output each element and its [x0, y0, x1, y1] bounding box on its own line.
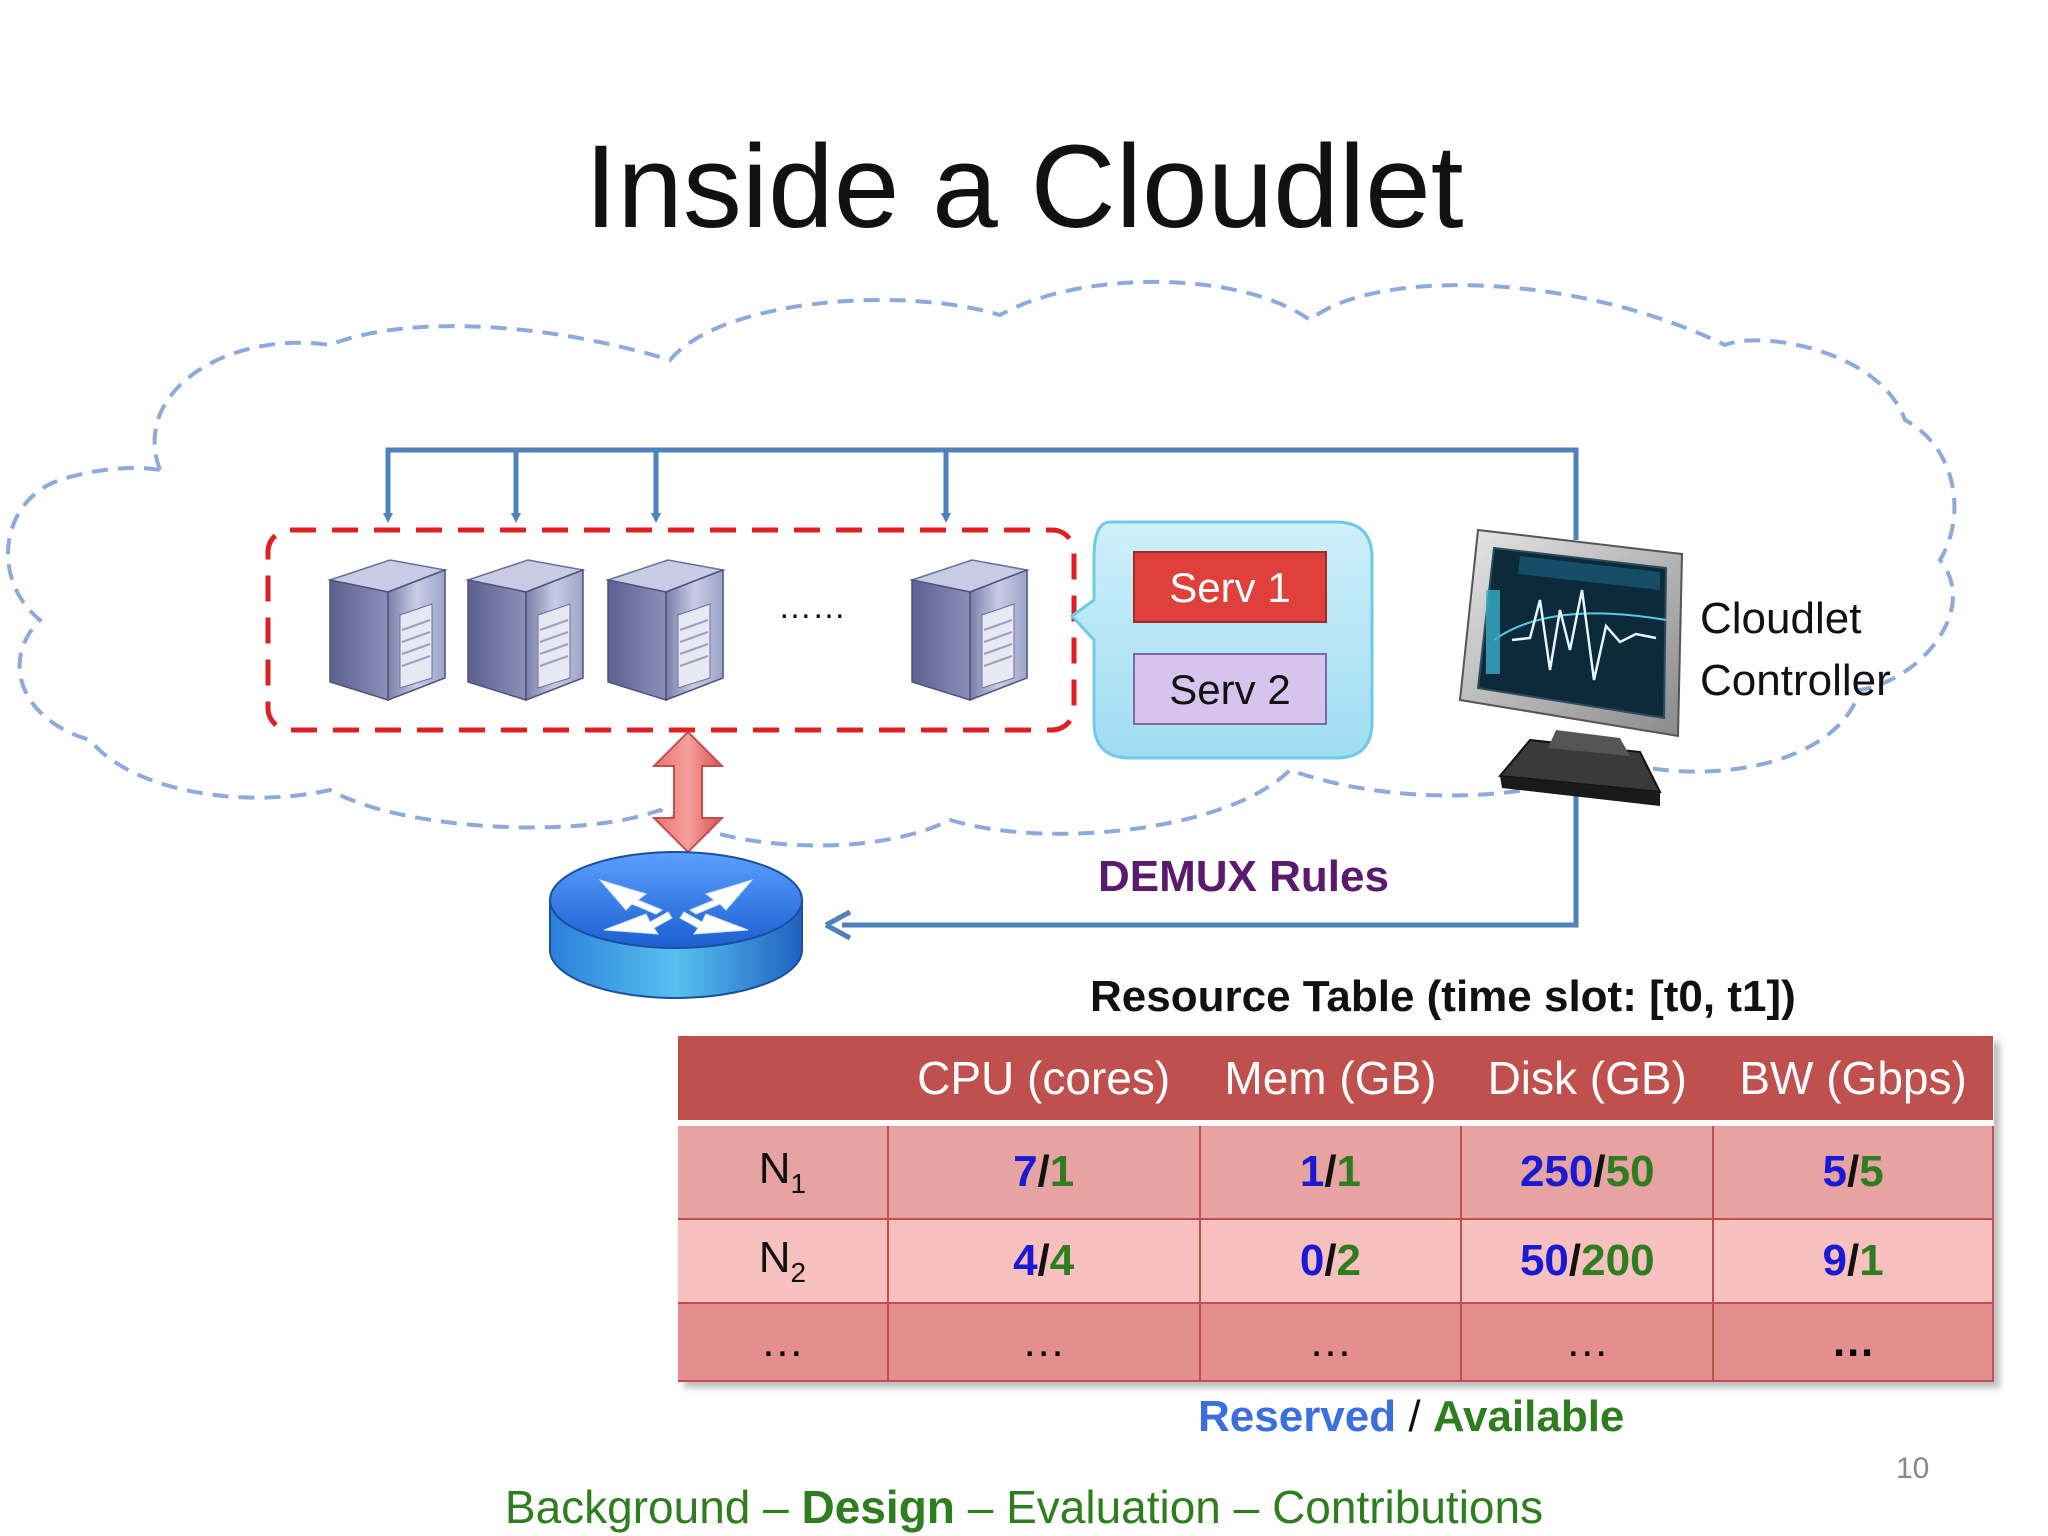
footer-dash: –: [954, 1481, 1007, 1533]
server-icon: [327, 559, 448, 702]
available-value: 4: [1049, 1236, 1075, 1285]
controller-label-line1: Cloudlet: [1700, 594, 1862, 643]
serv2-box: [1133, 653, 1327, 725]
row-header: N1: [678, 1123, 889, 1220]
server-icon: [909, 559, 1030, 702]
server-ellipsis: ……: [778, 588, 846, 626]
table-row: N1 7/1 1/1 250/50 5/5: [678, 1123, 1994, 1220]
node-name: N: [758, 1233, 791, 1283]
footer-dash: –: [750, 1481, 802, 1533]
table-cell: …: [1713, 1303, 1994, 1382]
footer-dash: –: [1220, 1481, 1273, 1533]
available-value: 5: [1859, 1147, 1884, 1196]
bidirectional-arrow-icon: [651, 730, 725, 854]
footer-nav: Background – Design – Evaluation – Contr…: [0, 1480, 2048, 1534]
slide-title: Inside a Cloudlet: [584, 121, 1464, 253]
cell-separator: /: [1324, 1236, 1337, 1285]
resource-table: CPU (cores) Mem (GB) Disk (GB) BW (Gbps)…: [678, 1036, 1994, 1382]
reserved-value: 1: [1299, 1147, 1325, 1196]
reserved-value: 9: [1822, 1236, 1847, 1285]
cell-separator: /: [1846, 1236, 1860, 1285]
serv1-label: Serv 1: [1169, 564, 1290, 611]
footer-item: Evaluation: [1006, 1481, 1221, 1533]
demux-rules-label: DEMUX Rules: [1098, 852, 1389, 901]
controller-monitor-icon: [1458, 528, 1684, 806]
controller-label-line2: Controller: [1700, 656, 1891, 705]
node-name: N: [758, 1144, 791, 1194]
server-icon: [605, 559, 726, 702]
table-row: N2 4/4 0/2 50/200 9/1: [678, 1219, 1994, 1304]
server-icon: [465, 559, 586, 702]
available-value: 1: [1859, 1236, 1884, 1285]
cell-separator: /: [1324, 1147, 1337, 1196]
table-cell: 4/4: [887, 1219, 1201, 1304]
table-row: … … … … …: [678, 1303, 1994, 1382]
reserved-value: 250: [1519, 1147, 1594, 1196]
node-subscript: 2: [790, 1256, 807, 1288]
legend-reserved: Reserved: [1198, 1392, 1397, 1441]
serv1-box: [1133, 551, 1327, 623]
reserved-value: 50: [1519, 1236, 1569, 1285]
cell-separator: /: [1593, 1147, 1606, 1196]
legend-separator: /: [1396, 1392, 1433, 1441]
legend: Reserved / Available: [1198, 1392, 1624, 1442]
reserved-value: 4: [1013, 1236, 1038, 1285]
table-cell: 1/1: [1199, 1123, 1463, 1220]
table-header-row: CPU (cores) Mem (GB) Disk (GB) BW (Gbps): [678, 1036, 1993, 1126]
demux-arrowhead: [824, 909, 852, 941]
table-cell: 250/50: [1461, 1123, 1715, 1220]
available-value: 200: [1581, 1236, 1655, 1285]
reserved-value: 7: [1013, 1147, 1038, 1196]
cell-separator: /: [1037, 1147, 1050, 1196]
column-header: BW (Gbps): [1713, 1036, 1993, 1126]
column-header: [678, 1036, 888, 1126]
table-cell: …: [887, 1303, 1201, 1382]
available-value: 2: [1336, 1236, 1362, 1285]
column-header: CPU (cores): [887, 1036, 1200, 1126]
available-value: 1: [1336, 1147, 1362, 1196]
controller-label: Cloudlet Controller: [1700, 588, 1891, 712]
cloud-outline: [6, 279, 1957, 848]
node-subscript: 1: [790, 1167, 807, 1199]
reserved-value: 0: [1299, 1236, 1325, 1285]
table-cell: …: [1461, 1303, 1715, 1382]
page-number: 10: [1896, 1452, 1930, 1485]
available-value: 1: [1049, 1147, 1075, 1196]
table-cell: 9/1: [1713, 1219, 1994, 1304]
table-cell: 50/200: [1461, 1219, 1715, 1304]
column-header: Mem (GB): [1199, 1036, 1462, 1126]
control-lines: [383, 447, 1579, 540]
legend-available: Available: [1432, 1392, 1625, 1441]
router-icon: [549, 851, 803, 999]
cell-separator: /: [1846, 1147, 1860, 1196]
table-cell: 7/1: [887, 1123, 1201, 1220]
footer-item-current: Design: [801, 1481, 955, 1533]
table-cell: …: [678, 1303, 889, 1382]
serv2-label: Serv 2: [1169, 666, 1290, 713]
table-cell: 0/2: [1199, 1219, 1463, 1304]
cell-separator: /: [1037, 1236, 1050, 1285]
reserved-value: 5: [1822, 1147, 1847, 1196]
server-group-box: [265, 527, 1077, 733]
table-cell: …: [1199, 1303, 1463, 1382]
footer-item: Background: [504, 1481, 751, 1533]
table-cell: 5/5: [1713, 1123, 1994, 1220]
row-header: N2: [678, 1219, 889, 1304]
cell-separator: /: [1568, 1236, 1582, 1285]
demux-line: [842, 760, 1579, 928]
resource-table-title: Resource Table (time slot: [t0, t1]): [1090, 972, 1796, 1021]
column-header: Disk (GB): [1461, 1036, 1714, 1126]
available-value: 50: [1605, 1147, 1655, 1196]
footer-item: Contributions: [1272, 1481, 1544, 1533]
